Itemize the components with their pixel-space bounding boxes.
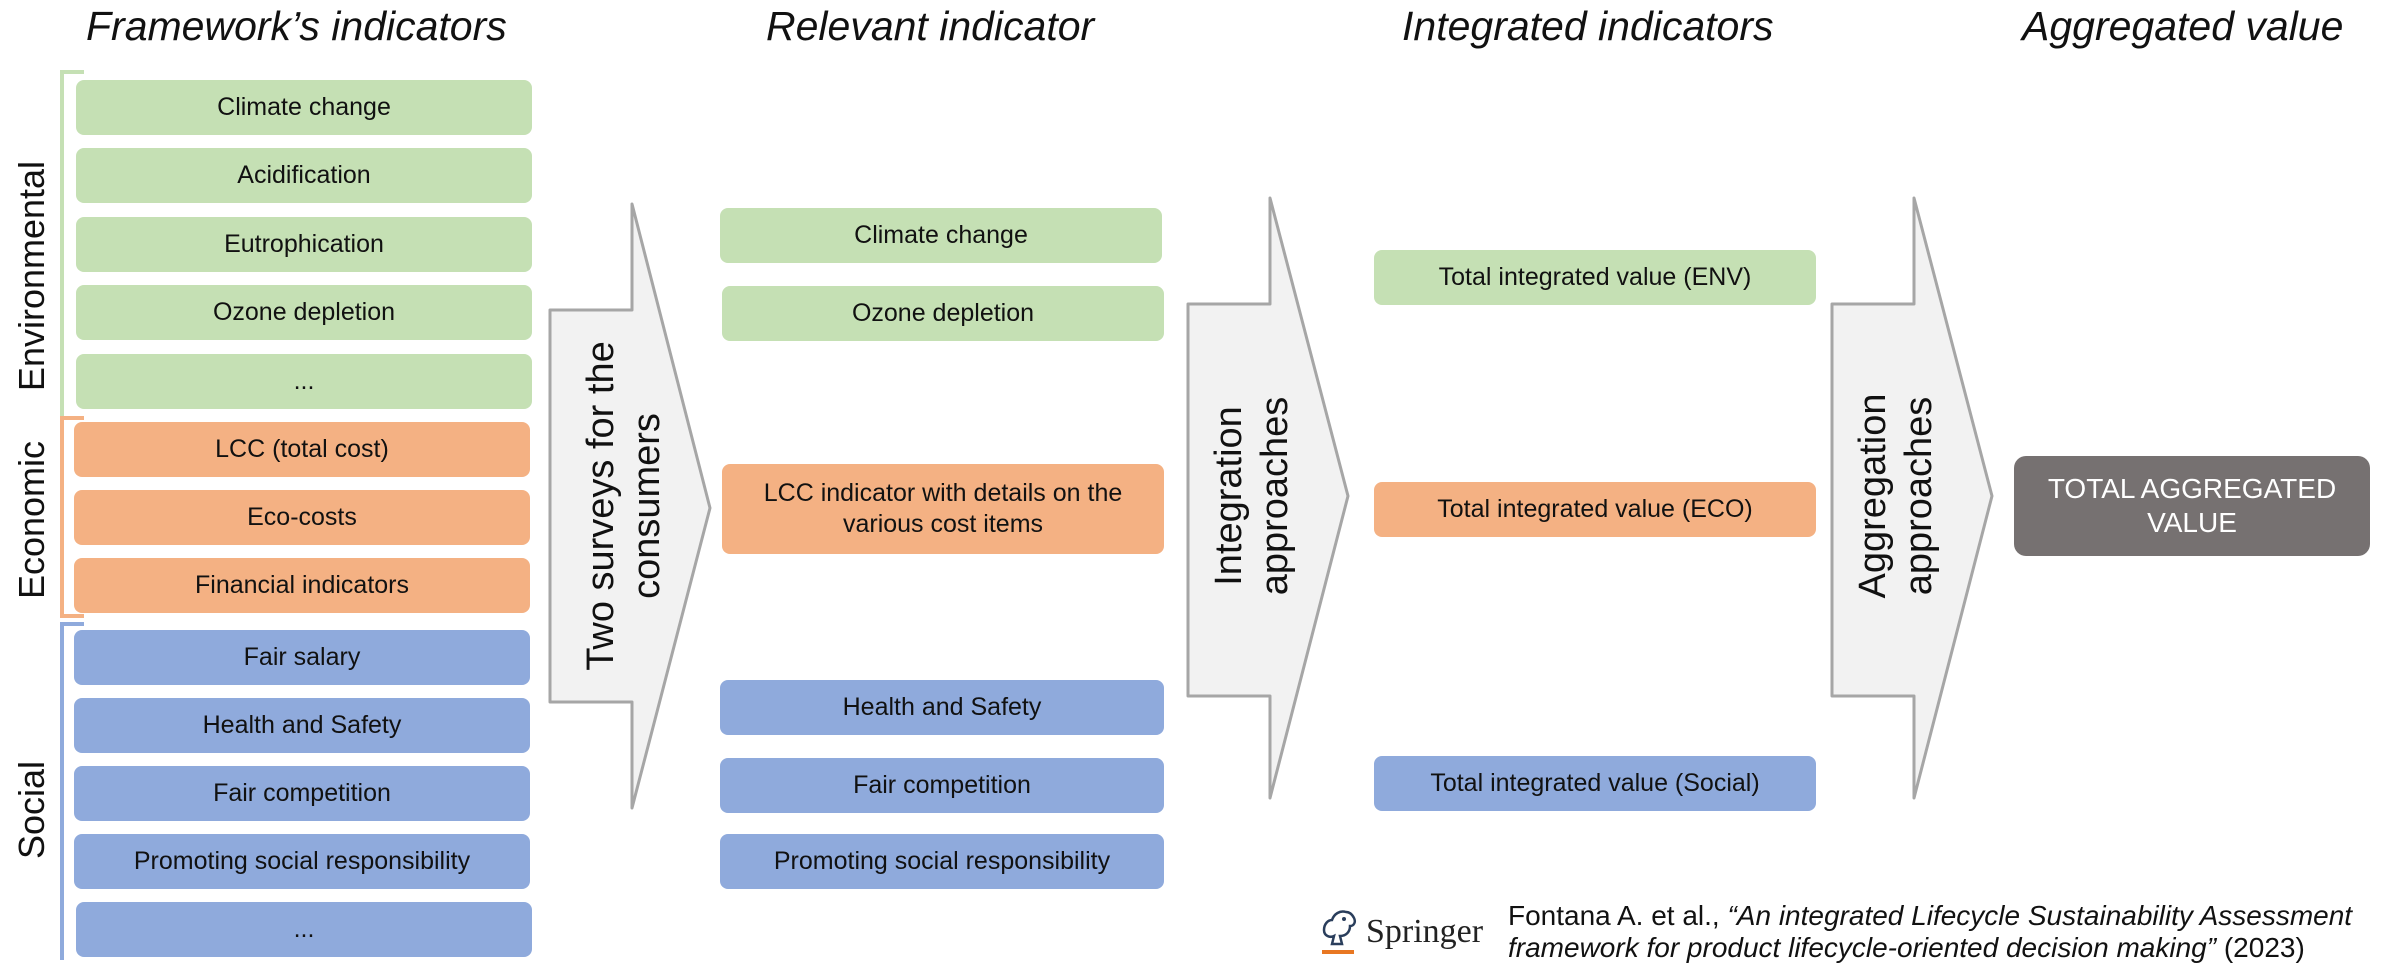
framework-indicator-ozone-depletion: Ozone depletion: [76, 285, 532, 340]
framework-indicator-climate-change: Climate change: [76, 80, 532, 135]
category-label-economic: Economic: [11, 440, 52, 600]
framework-indicator-fair-salary: Fair salary: [74, 630, 530, 685]
citation-authors: Fontana A. et al.,: [1508, 900, 1728, 931]
framework-indicator-acidification: Acidification: [76, 148, 532, 203]
source-citation: Fontana A. et al., “An integrated Lifecy…: [1508, 900, 2378, 964]
framework-indicator-fair-competition: Fair competition: [74, 766, 530, 821]
arrow-aggregation: [1830, 196, 1994, 800]
relevant-indicator-fair-competition: Fair competition: [720, 758, 1164, 813]
framework-indicator-env-more: ...: [76, 354, 532, 409]
framework-indicator-eutrophication: Eutrophication: [76, 217, 532, 272]
integrated-value-social: Total integrated value (Social): [1374, 756, 1816, 811]
citation-title: “An integrated Lifecycle Sustainability …: [1508, 900, 2353, 963]
relevant-indicator-social-responsibility: Promoting social responsibility: [720, 834, 1164, 889]
arrow-integration-label: Integration approaches: [1208, 396, 1296, 596]
arrow-aggregation-label: Aggregation approaches: [1852, 393, 1940, 599]
springer-wordmark: Springer: [1366, 913, 1484, 950]
framework-indicator-lcc-total-cost: LCC (total cost): [74, 422, 530, 477]
brace-social: [60, 622, 84, 960]
framework-indicator-eco-costs: Eco-costs: [74, 490, 530, 545]
springer-horse-icon: [1322, 910, 1357, 954]
category-label-social: Social: [11, 760, 52, 860]
framework-indicator-financial: Financial indicators: [74, 558, 530, 613]
arrow-surveys: [548, 202, 712, 810]
framework-indicator-social-more: ...: [76, 902, 532, 957]
framework-indicator-social-responsibility: Promoting social responsibility: [74, 834, 530, 889]
brace-economic: [60, 416, 84, 618]
arrow-integration: [1186, 196, 1350, 800]
citation-year: (2023): [2216, 932, 2305, 963]
framework-indicator-health-safety: Health and Safety: [74, 698, 530, 753]
column-header-framework: Framework’s indicators: [86, 3, 507, 49]
integrated-value-eco: Total integrated value (ECO): [1374, 482, 1816, 537]
column-header-aggregated: Aggregated value: [2022, 3, 2344, 49]
column-header-relevant: Relevant indicator: [766, 3, 1095, 49]
column-header-integrated: Integrated indicators: [1402, 3, 1774, 49]
springer-logo: Springer: [1316, 902, 1483, 962]
category-label-environmental: Environmental: [11, 160, 52, 392]
relevant-indicator-climate-change: Climate change: [720, 208, 1162, 263]
arrow-surveys-label: Two surveys for the consumers: [580, 341, 668, 671]
integrated-value-env: Total integrated value (ENV): [1374, 250, 1816, 305]
relevant-indicator-health-safety: Health and Safety: [720, 680, 1164, 735]
relevant-indicator-lcc-details: LCC indicator with details on the variou…: [722, 464, 1164, 554]
total-aggregated-value: TOTAL AGGREGATED VALUE: [2014, 456, 2370, 556]
relevant-indicator-ozone-depletion: Ozone depletion: [722, 286, 1164, 341]
